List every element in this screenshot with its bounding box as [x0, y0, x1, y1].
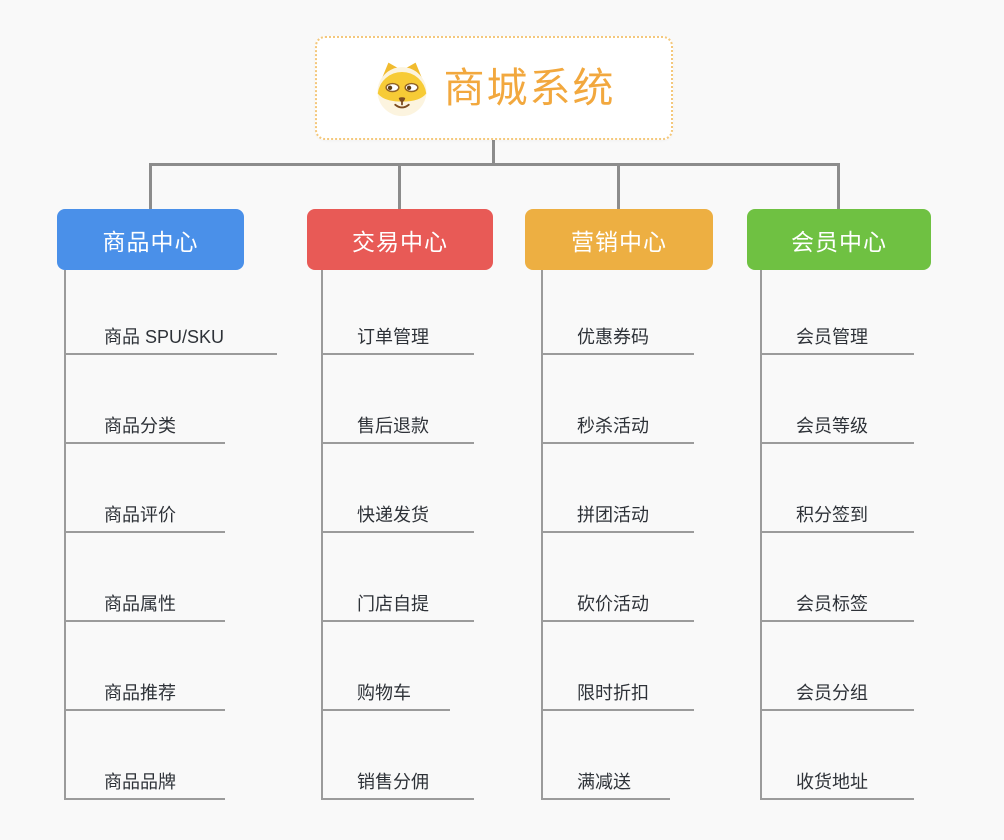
dog-face-icon	[377, 62, 426, 117]
branch-trunk-line	[541, 270, 543, 800]
node-sales-commission[interactable]: 销售分佣	[321, 711, 474, 800]
node-product-category[interactable]: 商品分类	[64, 355, 225, 444]
node-member-management[interactable]: 会员管理	[760, 266, 914, 355]
branch-trunk-line	[760, 270, 762, 800]
node-flash-sale[interactable]: 秒杀活动	[541, 355, 694, 444]
branch-trunk-line	[64, 270, 66, 800]
root-title: 商城系统	[443, 64, 616, 111]
node-group-buy[interactable]: 拼团活动	[541, 444, 694, 533]
node-points-checkin[interactable]: 积分签到	[760, 444, 914, 533]
branch-children-trade: 订单管理 售后退款 快递发货 门店自提 购物车 销售分佣	[321, 266, 474, 800]
node-order-management[interactable]: 订单管理	[321, 266, 474, 355]
node-full-reduction[interactable]: 满减送	[541, 711, 670, 800]
branch-children-marketing: 优惠券码 秒杀活动 拼团活动 砍价活动 限时折扣 满减送	[541, 266, 694, 800]
branch-drop-connector	[837, 163, 840, 210]
branch-trade-center[interactable]: 交易中心	[307, 209, 493, 270]
node-after-sales-refund[interactable]: 售后退款	[321, 355, 474, 444]
branch-bus-connector	[149, 163, 840, 166]
node-member-tag[interactable]: 会员标签	[760, 533, 914, 622]
node-member-level[interactable]: 会员等级	[760, 355, 914, 444]
branch-member-center[interactable]: 会员中心	[747, 209, 931, 270]
branch-children-product: 商品 SPU/SKU 商品分类 商品评价 商品属性 商品推荐 商品品牌	[64, 266, 277, 800]
node-product-brand[interactable]: 商品品牌	[64, 711, 225, 800]
branch-children-member: 会员管理 会员等级 积分签到 会员标签 会员分组 收货地址	[760, 266, 914, 800]
node-product-spu-sku[interactable]: 商品 SPU/SKU	[64, 266, 277, 355]
node-product-attribute[interactable]: 商品属性	[64, 533, 225, 622]
node-shipping-address[interactable]: 收货地址	[760, 711, 914, 800]
branch-marketing-center[interactable]: 营销中心	[525, 209, 713, 270]
node-bargain-activity[interactable]: 砍价活动	[541, 533, 694, 622]
branch-product-center[interactable]: 商品中心	[57, 209, 244, 270]
node-shopping-cart[interactable]: 购物车	[321, 622, 450, 711]
node-express-delivery[interactable]: 快递发货	[321, 444, 474, 533]
branch-drop-connector	[617, 163, 620, 210]
branch-drop-connector	[149, 163, 152, 210]
node-store-pickup[interactable]: 门店自提	[321, 533, 474, 622]
branch-trunk-line	[321, 270, 323, 800]
branch-drop-connector	[398, 163, 401, 210]
node-limited-time-discount[interactable]: 限时折扣	[541, 622, 694, 711]
root-stem-connector	[492, 140, 495, 163]
node-coupon-code[interactable]: 优惠券码	[541, 266, 694, 355]
node-product-recommend[interactable]: 商品推荐	[64, 622, 225, 711]
node-member-group[interactable]: 会员分组	[760, 622, 914, 711]
node-product-review[interactable]: 商品评价	[64, 444, 225, 533]
root-node[interactable]: 商城系统	[315, 36, 673, 140]
